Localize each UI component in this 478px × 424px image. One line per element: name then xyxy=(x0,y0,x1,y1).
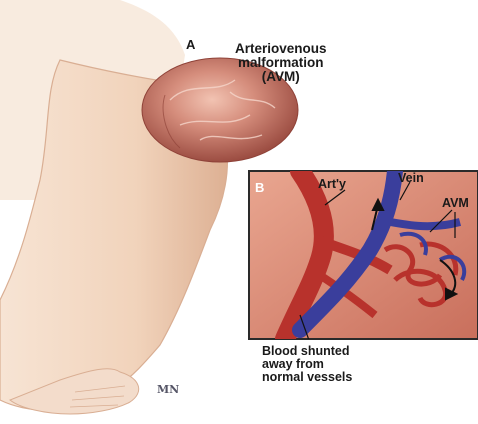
shunt-label: Blood shunted away from normal vessels xyxy=(262,345,352,383)
avm-label: AVM xyxy=(442,197,469,210)
logo-text: MN xyxy=(157,383,179,396)
artery-label: Art'y xyxy=(318,178,346,191)
shunt-line-1: Blood shunted xyxy=(262,345,352,358)
avm-title-label: Arteriovenous malformation (AVM) xyxy=(235,42,327,83)
shunt-line-2: away from xyxy=(262,358,352,371)
avm-title-line-1: Arteriovenous xyxy=(235,42,327,56)
avm-title-line-2: malformation xyxy=(235,56,327,70)
vein-label: Vein xyxy=(398,172,424,185)
avm-title-line-3: (AVM) xyxy=(235,70,327,84)
shunt-line-3: normal vessels xyxy=(262,371,352,384)
publisher-logo: MN xyxy=(157,385,179,395)
panel-b-label: B xyxy=(255,181,264,194)
panel-a-label: A xyxy=(186,38,195,51)
